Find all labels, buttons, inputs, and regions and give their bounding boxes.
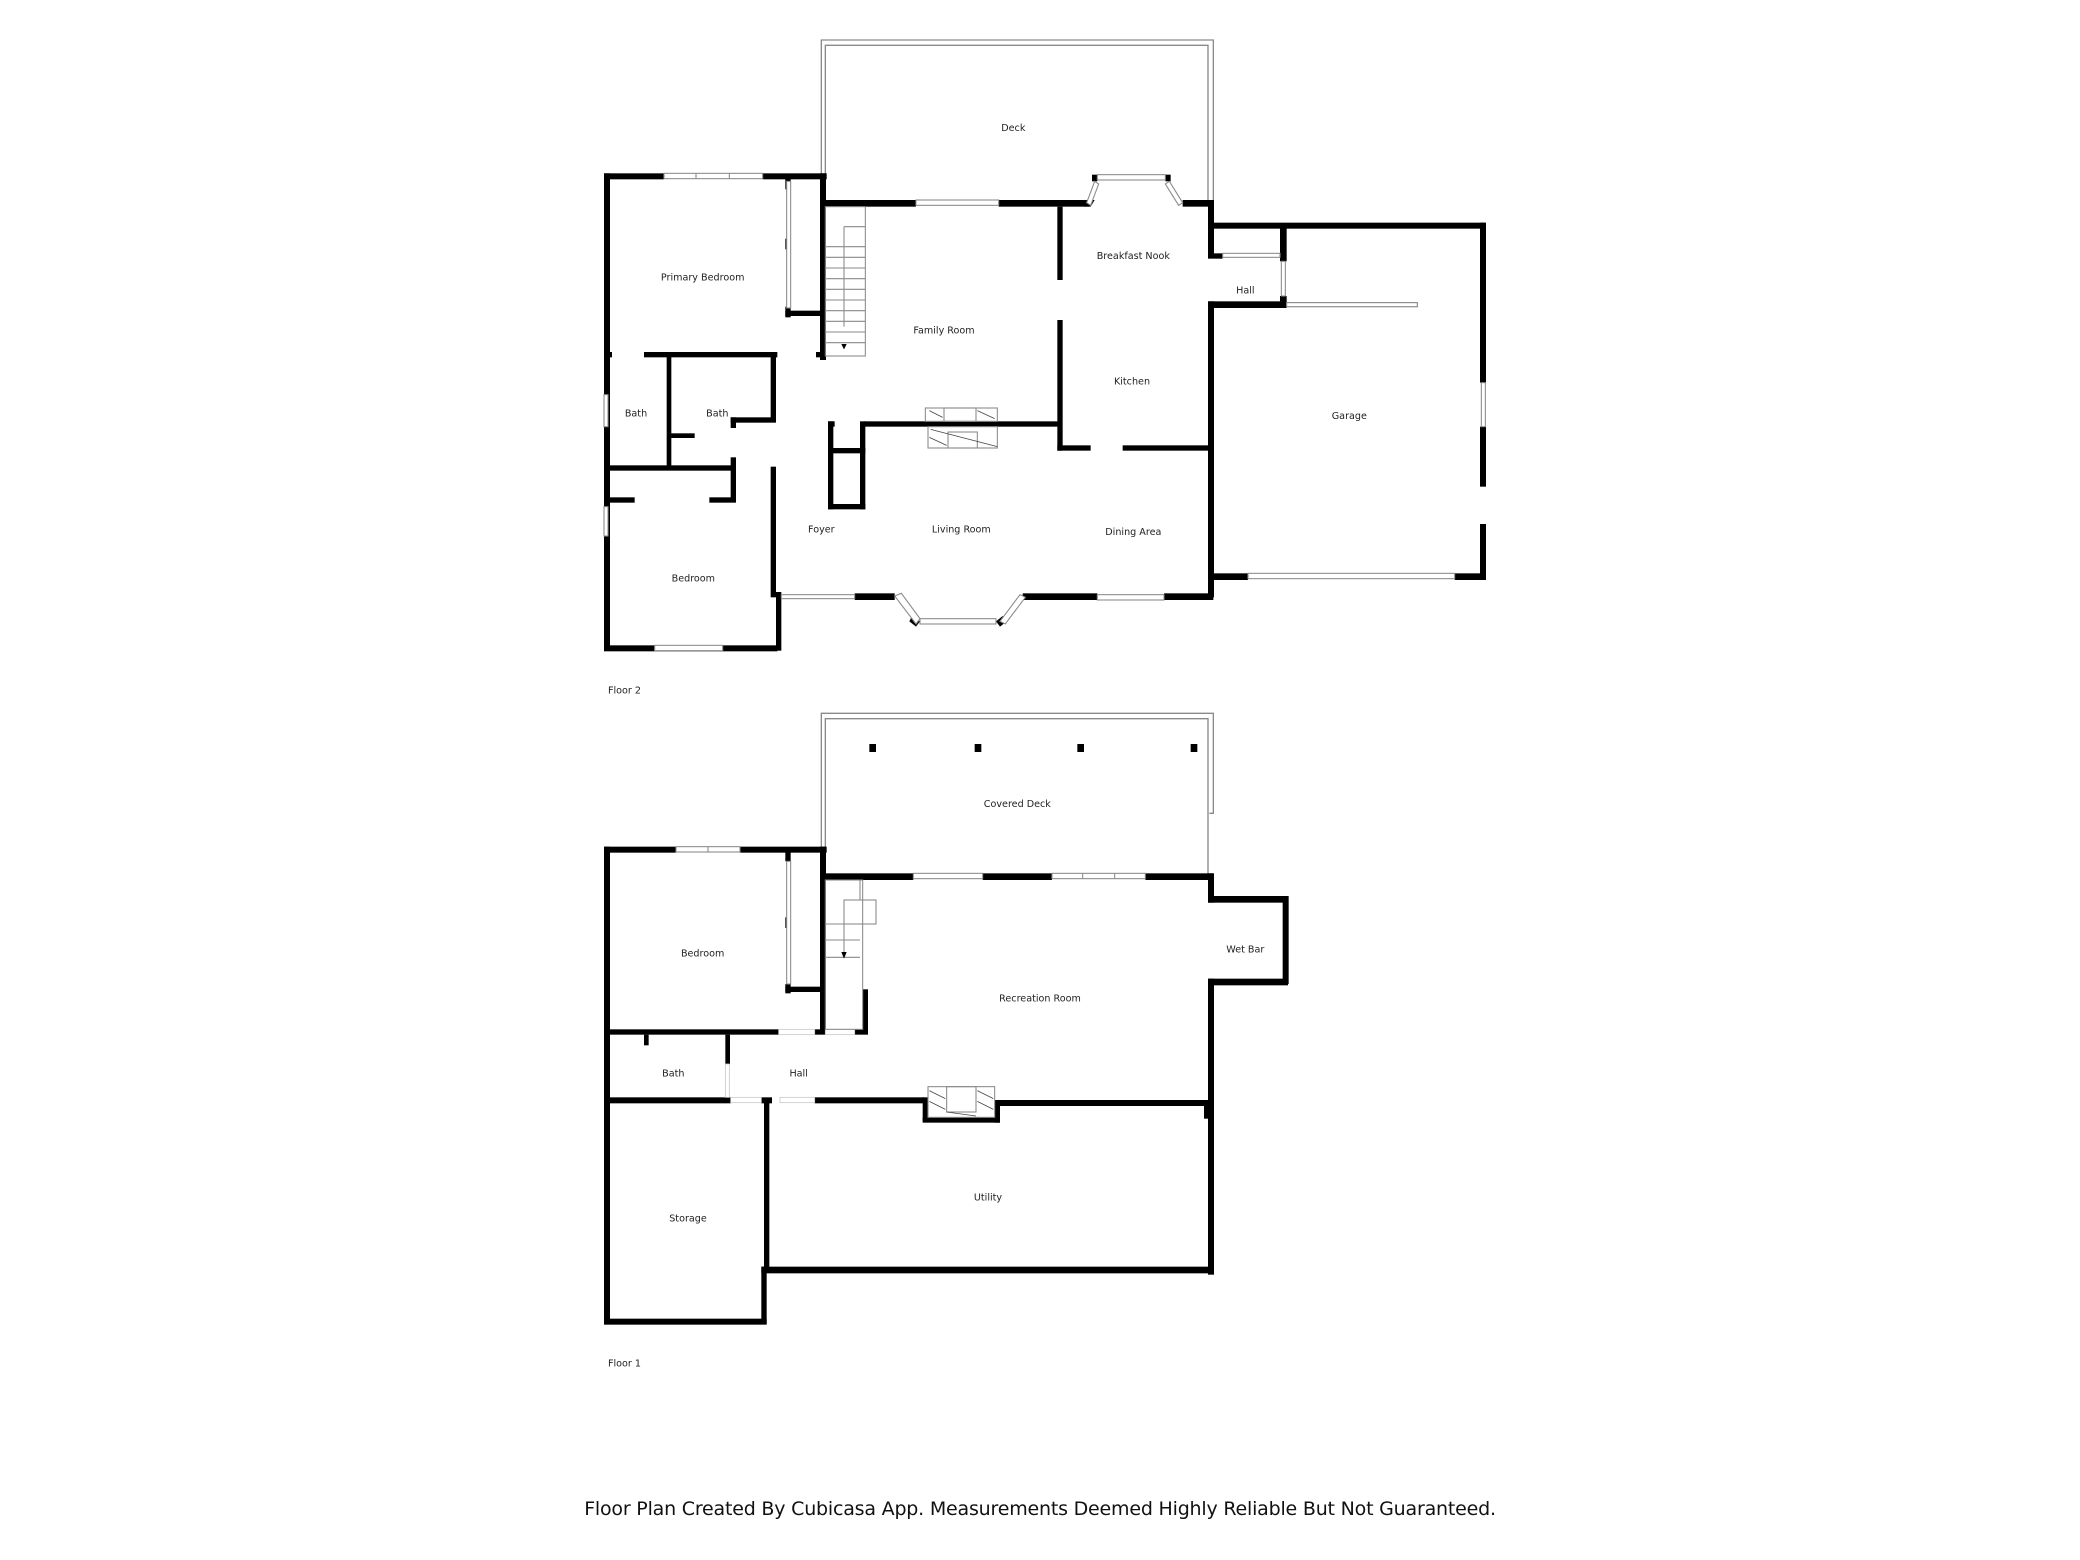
floor-2-plan: Deck Primary Bedroom Family Room Breakfa… (603, 39, 1486, 696)
room-label-primary-bedroom: Primary Bedroom (661, 272, 745, 283)
room-label-hall: Hall (1236, 286, 1254, 297)
deck-post-1 (869, 744, 876, 752)
covered-deck-outline (820, 712, 1214, 876)
deck-post-4 (1190, 744, 1198, 752)
room-label-garage: Garage (1332, 411, 1367, 422)
room-label-family-room: Family Room (913, 326, 974, 337)
room-label-covered-deck: Covered Deck (984, 799, 1051, 810)
floor-1-walls (604, 846, 1289, 1325)
room-label-breakfast-nook: Breakfast Nook (1097, 251, 1171, 262)
room-label-bedroom: Bedroom (681, 948, 724, 959)
room-label-recreation-room: Recreation Room (999, 994, 1081, 1005)
floor-1-room-labels: Covered Deck Bedroom Wet Bar Recreation … (662, 799, 1264, 1225)
disclaimer-footer: Floor Plan Created By Cubicasa App. Meas… (584, 1498, 1496, 1520)
floor-1-fireplace (927, 1086, 996, 1118)
room-label-bedroom: Bedroom (672, 574, 715, 585)
floor-2-room-labels: Deck Primary Bedroom Family Room Breakfa… (625, 123, 1367, 585)
floor-2-stairs (824, 206, 866, 357)
room-label-living-room: Living Room (932, 524, 991, 535)
floor-1-windows (675, 846, 1146, 1104)
room-label-bath-1: Bath (625, 408, 647, 419)
room-label-foyer: Foyer (808, 524, 835, 535)
floor-2-fireplace (924, 407, 998, 449)
room-label-utility: Utility (974, 1192, 1003, 1203)
room-label-kitchen: Kitchen (1114, 376, 1150, 387)
floor-1-plan: Covered Deck Bedroom Wet Bar Recreation … (604, 712, 1289, 1370)
room-label-dining-area: Dining Area (1105, 527, 1161, 538)
room-label-hall: Hall (789, 1068, 807, 1079)
room-label-bath-2: Bath (706, 408, 728, 419)
deck-outline (820, 39, 1214, 203)
room-label-bath: Bath (662, 1068, 684, 1079)
floor-1-stairs (824, 879, 877, 1030)
floor-2-label: Floor 2 (608, 685, 641, 696)
deck-post-3 (1077, 744, 1084, 752)
room-label-wet-bar: Wet Bar (1226, 944, 1264, 955)
floor-1-label: Floor 1 (608, 1359, 641, 1370)
garage-door-track (1286, 302, 1418, 308)
room-label-storage: Storage (669, 1214, 707, 1225)
room-label-deck: Deck (1001, 123, 1026, 134)
deck-post-2 (974, 744, 982, 752)
